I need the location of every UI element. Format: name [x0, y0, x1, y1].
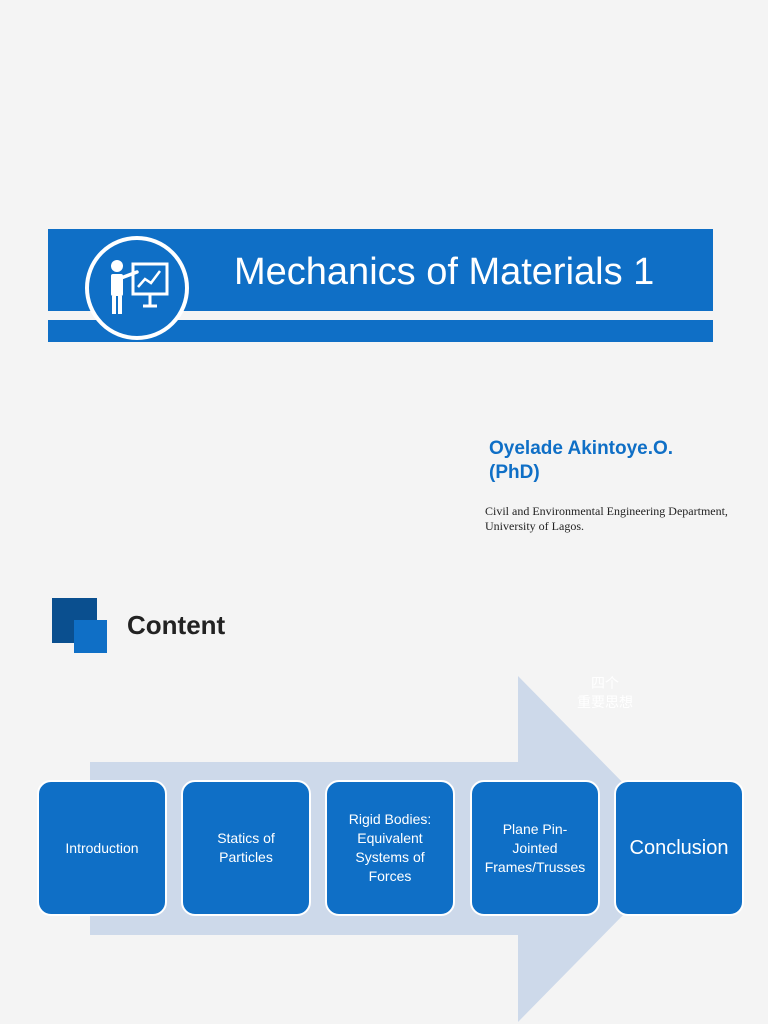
content-marker-light — [74, 620, 107, 653]
step-rigid-bodies: Rigid Bodies: Equivalent Systems of Forc… — [325, 780, 455, 916]
affiliation-line1: Civil and Environmental Engineering Depa… — [485, 504, 728, 518]
page-title: Mechanics of Materials 1 — [234, 251, 655, 293]
step-plane-frames: Plane Pin-Jointed Frames/Trusses — [470, 780, 600, 916]
arrow-note-line2: 重要思想 — [577, 694, 633, 710]
content-heading: Content — [127, 610, 226, 640]
presenter-chart-icon — [85, 236, 189, 340]
title-stripe — [48, 320, 713, 342]
step-statics-of-particles: Statics of Particles — [181, 780, 311, 916]
affiliation-line2: University of Lagos. — [485, 519, 584, 533]
step-conclusion: Conclusion — [614, 780, 744, 916]
author-affiliation: Civil and Environmental Engineering Depa… — [485, 504, 755, 534]
arrow-note-line1: 四个 — [591, 675, 619, 691]
author-name-line2: (PhD) — [489, 462, 540, 483]
arrow-note: 四个 重要思想 — [560, 674, 650, 712]
author-name: Oyelade Akintoye.O. (PhD) — [489, 437, 729, 485]
step-introduction: Introduction — [37, 780, 167, 916]
author-name-line1: Oyelade Akintoye.O. — [489, 438, 674, 459]
